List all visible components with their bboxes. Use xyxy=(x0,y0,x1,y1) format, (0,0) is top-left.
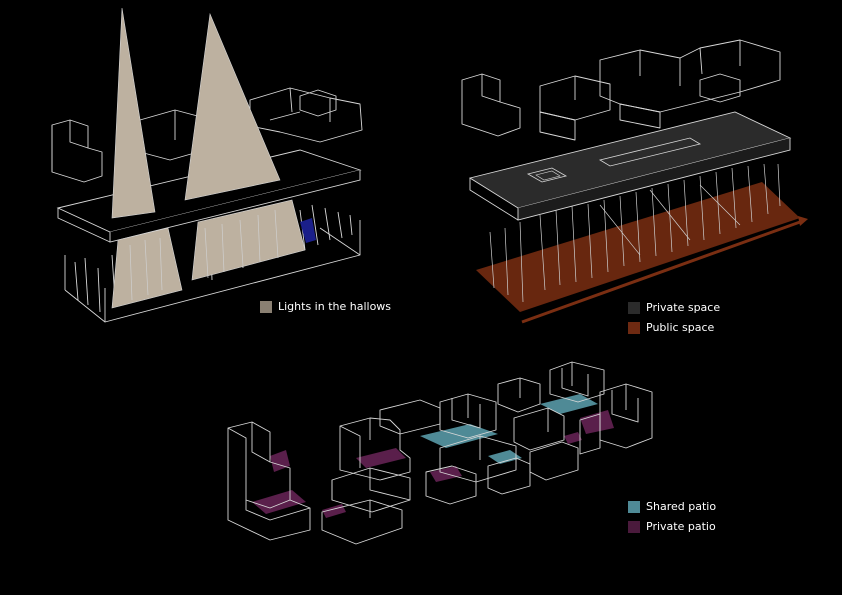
space-diagram xyxy=(461,39,808,324)
legend-label-private-space: Private space xyxy=(646,301,721,314)
light-wedge-right-upper xyxy=(184,12,281,201)
legend-label-shared-patio: Shared patio xyxy=(646,500,717,513)
legend-item-private-space: Private space xyxy=(628,302,720,314)
legend-item-shared-patio: Shared patio xyxy=(628,501,716,513)
lights-diagram xyxy=(51,7,363,323)
private-patio-7 xyxy=(564,432,582,444)
private-patio-6 xyxy=(580,410,614,434)
private-space-slab xyxy=(468,111,792,221)
swatch-public-space xyxy=(628,322,640,334)
space-diagram-blocks xyxy=(461,39,781,141)
legend-label-private-patio: Private patio xyxy=(646,520,716,533)
shared-patio-3 xyxy=(540,394,598,414)
light-wedge-left-upper xyxy=(111,7,156,219)
patio-diagram xyxy=(227,361,653,545)
patio-diagram-blocks xyxy=(227,361,653,545)
legend-item-private-patio: Private patio xyxy=(628,521,716,533)
shared-patio-2 xyxy=(488,450,522,464)
legend-space: Private space Public space xyxy=(628,302,720,334)
legend-item-lights: Lights in the hallows xyxy=(260,301,391,313)
legend-label-public-space: Public space xyxy=(646,321,715,334)
legend-label-lights: Lights in the hallows xyxy=(278,300,392,313)
lights-diagram-lower-volume xyxy=(64,220,361,323)
private-patio-1 xyxy=(252,490,306,514)
private-patio-3 xyxy=(356,448,406,468)
swatch-lights xyxy=(260,301,272,313)
swatch-private-patio xyxy=(628,521,640,533)
legend-item-public-space: Public space xyxy=(628,322,720,334)
legend-lights: Lights in the hallows xyxy=(260,301,391,313)
blue-accent xyxy=(300,218,316,243)
private-patio-2 xyxy=(270,450,290,472)
space-diagram-columns xyxy=(489,163,781,303)
shared-patio-1 xyxy=(420,424,498,448)
swatch-shared-patio xyxy=(628,501,640,513)
light-wedge-left-lower xyxy=(111,227,183,309)
public-space-arrow xyxy=(521,220,801,324)
lights-diagram-columns-front xyxy=(129,209,279,301)
light-wedge-right-lower xyxy=(191,199,306,281)
legend-patio: Shared patio Private patio xyxy=(628,501,716,533)
swatch-private-space xyxy=(628,302,640,314)
public-space-arrowhead xyxy=(798,216,808,226)
